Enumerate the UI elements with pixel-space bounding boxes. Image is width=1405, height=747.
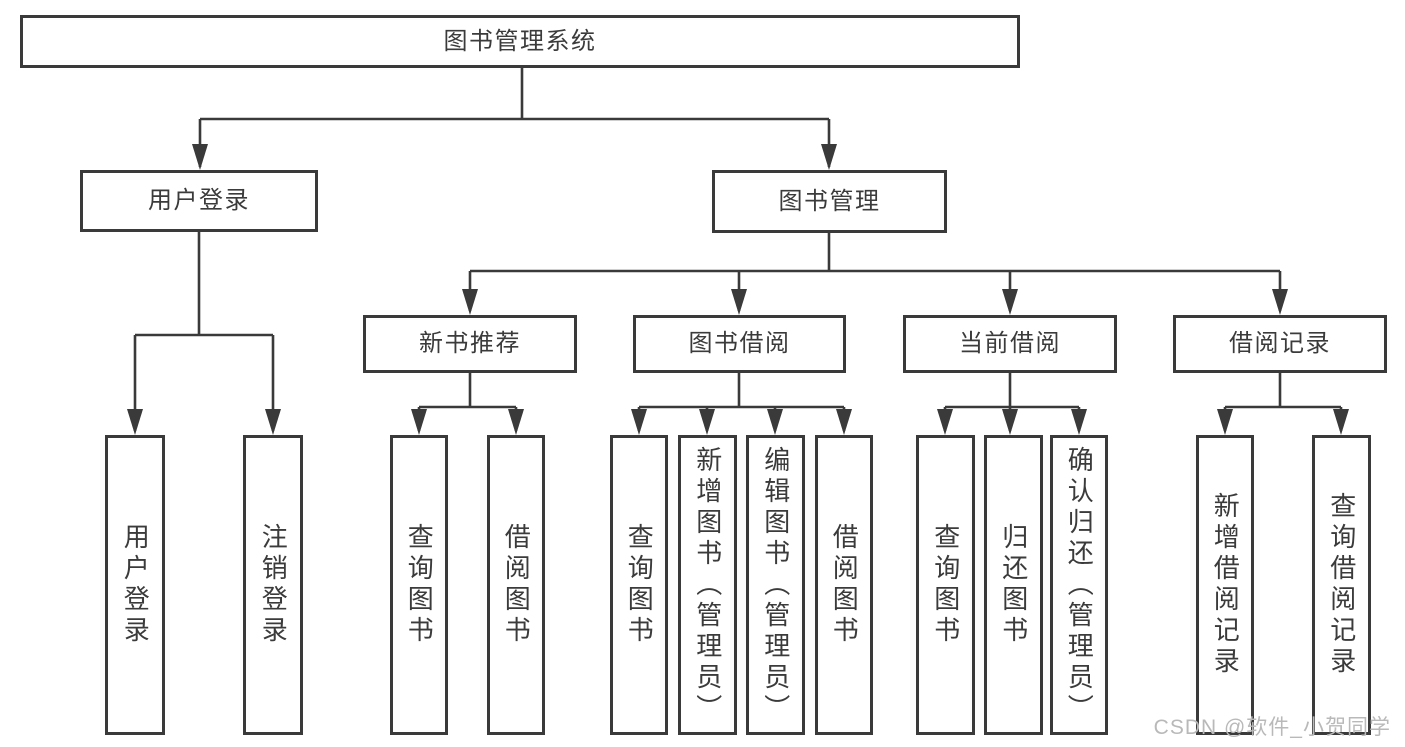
leaf-return-books: 归还图书 [984,435,1043,735]
arrowhead [1217,409,1233,435]
leaf-confirm-return-admin: 确认归还（管理员） [1050,435,1108,735]
leaf-borrow-books: 借阅图书 [815,435,873,735]
arrowhead [1002,409,1018,435]
leaf-query-books-current: 查询图书 [916,435,975,735]
arrowhead [508,409,524,435]
csdn-watermark: CSDN @软件_小贺同学 [1153,716,1391,739]
connector-book-management-branch [468,233,1282,311]
leaf-add-books-admin: 新增图书（管理员） [678,435,737,735]
arrowhead [836,409,852,435]
arrowhead [1002,289,1018,315]
arrowhead [192,144,208,170]
arrowhead [937,409,953,435]
node-current-borrow: 当前借阅 [903,315,1117,373]
leaf-logout: 注销登录 [243,435,303,735]
connector-root-branch [198,68,831,167]
arrowhead [821,144,837,170]
leaf-query-books-borrow: 查询图书 [610,435,668,735]
arrowhead [731,289,747,315]
node-library-management-system: 图书管理系统 [20,15,1020,68]
connector-borrow-records-branch [1223,373,1343,431]
node-borrow-records: 借阅记录 [1173,315,1387,373]
connector-user-login-branch [133,232,275,431]
arrowhead [411,409,427,435]
node-book-management: 图书管理 [712,170,947,233]
arrowhead [127,409,143,435]
node-book-borrow: 图书借阅 [633,315,846,373]
arrowhead [265,409,281,435]
arrowhead [1333,409,1349,435]
arrowhead [462,289,478,315]
leaf-add-borrow-record: 新增借阅记录 [1196,435,1254,735]
arrowhead [631,409,647,435]
leaf-query-borrow-record: 查询借阅记录 [1312,435,1371,735]
leaf-query-books-recommend: 查询图书 [390,435,448,735]
connector-new-books-branch [417,373,518,431]
leaf-borrow-books-recommend: 借阅图书 [487,435,545,735]
node-new-book-recommend: 新书推荐 [363,315,577,373]
connector-book-borrow-branch [637,373,846,431]
arrowhead [699,409,715,435]
arrowhead [1071,409,1087,435]
node-user-login: 用户登录 [80,170,318,232]
arrowhead [767,409,783,435]
leaf-user-login: 用户登录 [105,435,165,735]
arrowhead [1272,289,1288,315]
leaf-edit-books-admin: 编辑图书（管理员） [746,435,805,735]
